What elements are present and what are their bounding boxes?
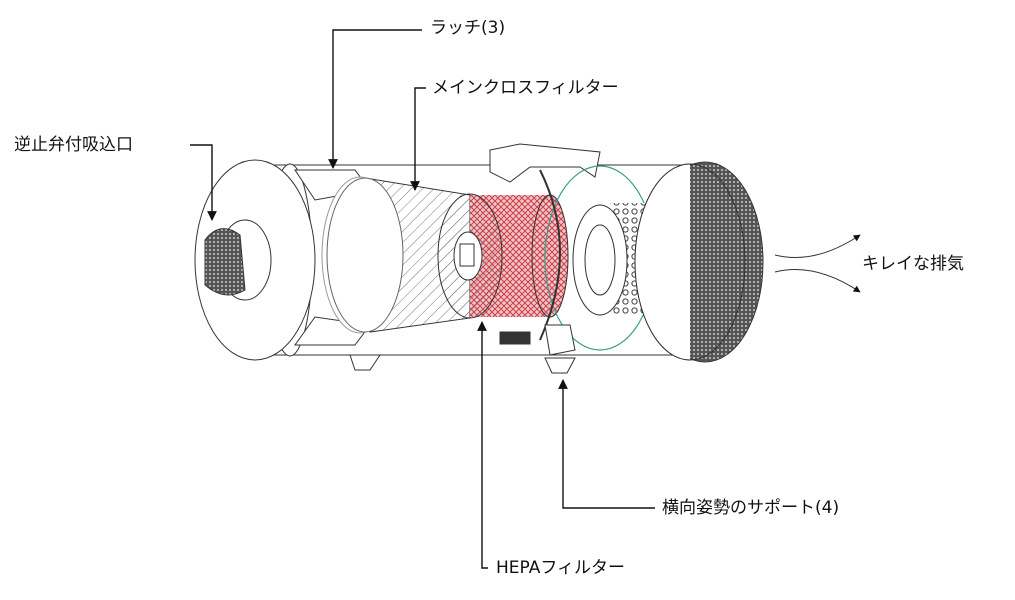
cylinder-body	[265, 164, 705, 356]
bracket	[489, 143, 601, 183]
label-support: 横向姿勢のサポート(4)	[662, 498, 840, 518]
label-main-cloth-filter: メインクロスフィルター	[432, 78, 619, 98]
leader-lines	[190, 29, 655, 569]
hepa-filter	[437, 193, 569, 319]
supports	[499, 324, 576, 374]
label-latch: ラッチ(3)	[430, 18, 506, 38]
exhaust-cap	[634, 161, 764, 363]
inlet-cap	[194, 159, 316, 361]
label-inlet: 逆止弁付吸込口	[14, 135, 133, 155]
exhaust-arrows	[774, 234, 861, 293]
label-hepa: HEPAフィルター	[496, 558, 625, 578]
label-exhaust: キレイな排気	[862, 254, 964, 274]
